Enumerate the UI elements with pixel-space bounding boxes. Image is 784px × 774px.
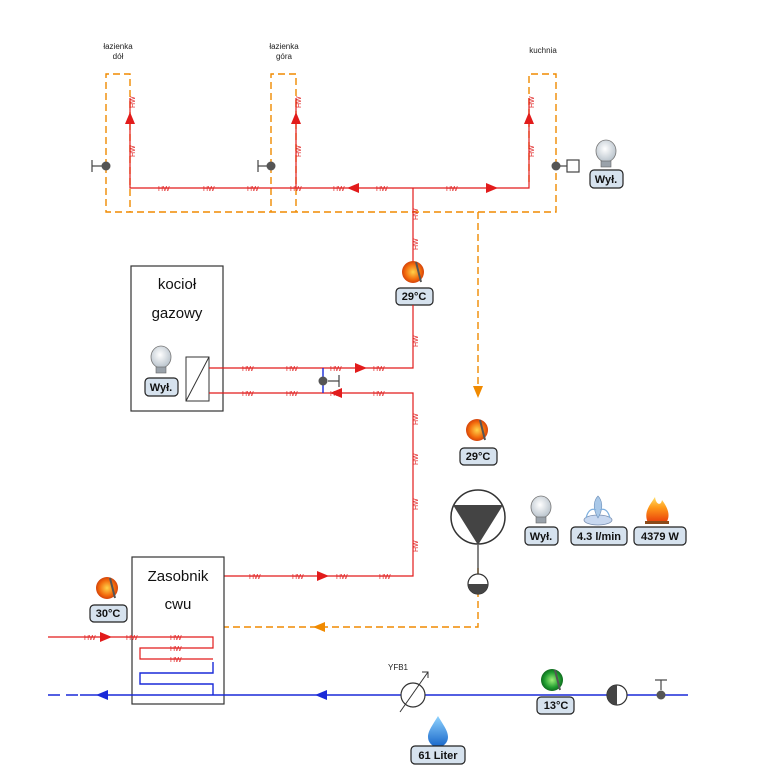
- pump-status-badge[interactable]: Wył.: [524, 526, 559, 546]
- svg-text:HW: HW: [170, 657, 182, 664]
- svg-text:HW: HW: [413, 498, 420, 510]
- svg-text:29°C: 29°C: [466, 451, 491, 463]
- tank-title-line2: cwu: [165, 596, 192, 613]
- svg-text:HW: HW: [373, 366, 385, 373]
- svg-text:HW: HW: [379, 574, 391, 581]
- svg-text:HW: HW: [333, 186, 345, 193]
- valve-bath-down[interactable]: [91, 160, 111, 172]
- svg-text:HW: HW: [130, 145, 137, 157]
- svg-text:HW: HW: [330, 391, 342, 398]
- check-valve: [467, 573, 489, 595]
- svg-text:Wył.: Wył.: [595, 174, 617, 186]
- hw-tags-boiler: HW HW HW HW HW HW HW HW HW HW HW HW HW H…: [242, 335, 420, 581]
- svg-text:HW: HW: [413, 238, 420, 250]
- room-label-kitchen: kuchnia: [529, 46, 557, 55]
- svg-text:HW: HW: [413, 208, 420, 220]
- tank-box: [131, 556, 225, 705]
- cold-water-main: [48, 690, 688, 700]
- svg-text:HW: HW: [529, 145, 536, 157]
- svg-text:4.3 l/min: 4.3 l/min: [577, 531, 621, 543]
- svg-text:HW: HW: [286, 366, 298, 373]
- svg-text:HW: HW: [170, 646, 182, 653]
- svg-text:4379 W: 4379 W: [641, 531, 680, 543]
- svg-text:13°C: 13°C: [544, 700, 569, 712]
- svg-text:HW: HW: [242, 366, 254, 373]
- svg-text:HW: HW: [373, 391, 385, 398]
- svg-text:HW: HW: [247, 186, 259, 193]
- svg-text:HW: HW: [376, 186, 388, 193]
- return-temp-badge[interactable]: 29°C: [459, 447, 498, 466]
- boiler-title-line2: gazowy: [152, 305, 203, 322]
- tank-heating-coil: HW HW HW HW HW: [48, 632, 214, 664]
- tank-title-line1: Zasobnik: [148, 568, 209, 585]
- boiler-title-line1: kocioł: [158, 276, 197, 293]
- room-label-bath-up-line2: góra: [276, 52, 293, 61]
- svg-text:HW: HW: [413, 335, 420, 347]
- room-label-bath-down-line2: dół: [113, 52, 124, 61]
- kitchen-status-badge[interactable]: Wył.: [589, 169, 624, 189]
- supply-temp-badge[interactable]: 29°C: [395, 287, 434, 306]
- svg-text:30°C: 30°C: [96, 608, 121, 620]
- room-label-bath-up-line1: łazienka: [269, 42, 299, 51]
- tank-cold-coil: [139, 662, 214, 695]
- circulation-pump[interactable]: [450, 489, 506, 545]
- circulation-pipes-top: [105, 73, 557, 384]
- temperature-sensor-icon: [402, 261, 424, 283]
- temperature-sensor-icon: [541, 669, 563, 691]
- temperature-sensor-icon: [96, 577, 118, 599]
- fountain-icon: [583, 495, 613, 526]
- svg-text:HW: HW: [249, 574, 261, 581]
- temperature-sensor-icon: [466, 419, 488, 441]
- fire-icon: [645, 497, 669, 524]
- svg-text:HW: HW: [290, 186, 302, 193]
- svg-text:HW: HW: [286, 391, 298, 398]
- svg-text:HW: HW: [158, 186, 170, 193]
- svg-text:Wył.: Wył.: [530, 531, 552, 543]
- svg-text:61 Liter: 61 Liter: [418, 750, 458, 762]
- valve-bath-up[interactable]: [257, 160, 276, 172]
- hw-tags-top: HW HW HW HW HW HW HW HW HW HW HW HW HW H…: [130, 96, 536, 250]
- valve-kitchen[interactable]: [551, 159, 580, 173]
- tank-temp-badge[interactable]: 30°C: [89, 604, 128, 623]
- lightbulb-icon: [530, 495, 552, 524]
- boiler-pipes: [209, 305, 414, 581]
- cold-shutoff-valve[interactable]: [655, 679, 667, 700]
- lightbulb-icon: [150, 345, 172, 374]
- cold-temp-badge[interactable]: 13°C: [536, 696, 575, 715]
- volume-badge[interactable]: 61 Liter: [410, 745, 466, 765]
- cold-check-valve: [606, 684, 628, 706]
- svg-text:HW: HW: [130, 96, 137, 108]
- power-badge[interactable]: 4379 W: [633, 526, 687, 546]
- svg-text:HW: HW: [126, 635, 138, 642]
- svg-text:HW: HW: [336, 574, 348, 581]
- svg-text:HW: HW: [446, 186, 458, 193]
- svg-text:HW: HW: [529, 96, 536, 108]
- meter-tag: YFB1: [388, 663, 409, 672]
- svg-text:HW: HW: [413, 540, 420, 552]
- svg-text:Wył.: Wył.: [150, 382, 172, 394]
- svg-text:HW: HW: [292, 574, 304, 581]
- circulation-return-pipe: [224, 386, 483, 632]
- svg-text:29°C: 29°C: [402, 291, 427, 303]
- svg-text:HW: HW: [84, 635, 96, 642]
- svg-text:HW: HW: [296, 145, 303, 157]
- svg-text:HW: HW: [242, 391, 254, 398]
- hot-water-pipes-top: [125, 98, 534, 262]
- svg-text:HW: HW: [330, 366, 342, 373]
- svg-text:HW: HW: [203, 186, 215, 193]
- lightbulb-icon: [595, 139, 617, 168]
- water-drop-icon: [428, 716, 448, 747]
- svg-text:HW: HW: [413, 453, 420, 465]
- flow-rate-badge[interactable]: 4.3 l/min: [570, 526, 628, 546]
- flow-meter[interactable]: [399, 671, 429, 713]
- boiler-status-badge[interactable]: Wył.: [144, 377, 179, 397]
- svg-text:HW: HW: [413, 413, 420, 425]
- room-label-bath-down-line1: łazienka: [103, 42, 133, 51]
- svg-text:HW: HW: [170, 635, 182, 642]
- svg-text:HW: HW: [296, 96, 303, 108]
